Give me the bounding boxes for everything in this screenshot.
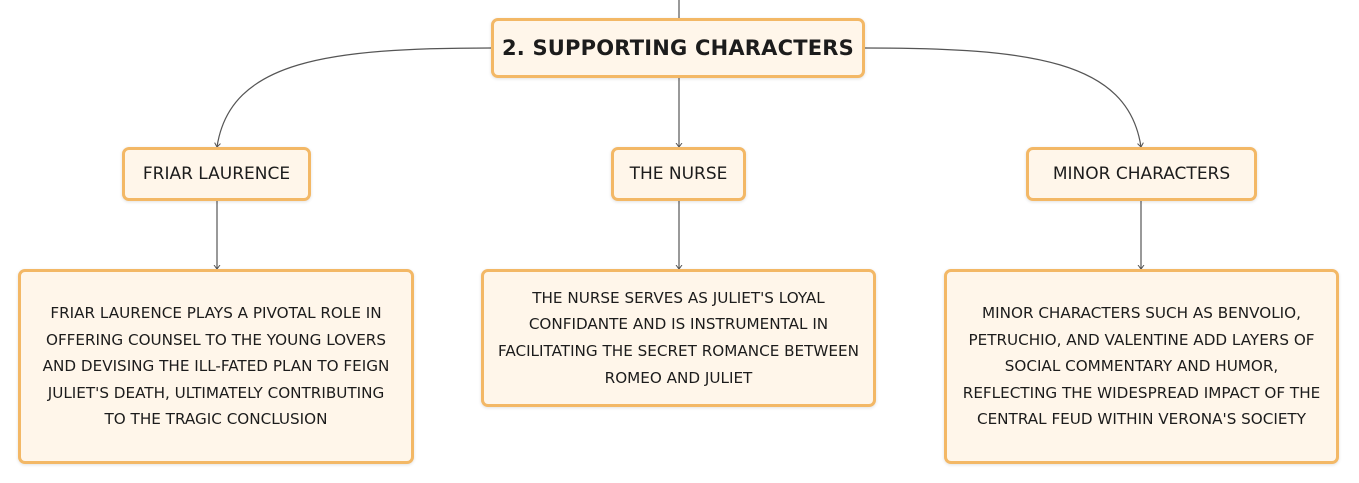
root-node-label: 2. SUPPORTING CHARACTERS	[501, 36, 855, 60]
branch-node-label: MINOR CHARACTERS	[1052, 164, 1231, 184]
detail-node-text: FRIAR LAURENCE PLAYS A PIVOTAL ROLE IN O…	[42, 304, 390, 429]
detail-node-minor-characters[interactable]: MINOR CHARACTERS SUCH AS BENVOLIO, PETRU…	[944, 269, 1339, 464]
detail-node-text: MINOR CHARACTERS SUCH AS BENVOLIO, PETRU…	[962, 304, 1321, 429]
branch-node-minor-characters[interactable]: MINOR CHARACTERS	[1026, 147, 1257, 201]
branch-node-the-nurse[interactable]: THE NURSE	[611, 147, 746, 201]
root-node[interactable]: 2. SUPPORTING CHARACTERS	[491, 18, 865, 78]
detail-node-text: THE NURSE SERVES AS JULIET'S LOYAL CONFI…	[498, 288, 859, 387]
detail-node-the-nurse[interactable]: THE NURSE SERVES AS JULIET'S LOYAL CONFI…	[481, 269, 876, 407]
branch-node-friar-laurence[interactable]: FRIAR LAURENCE	[122, 147, 311, 201]
branch-node-label: THE NURSE	[629, 164, 728, 184]
connector-root-to-friar-laurence	[217, 47, 492, 147]
connector-root-to-minor-characters	[864, 47, 1141, 147]
detail-node-friar-laurence[interactable]: FRIAR LAURENCE PLAYS A PIVOTAL ROLE IN O…	[18, 269, 414, 464]
branch-node-label: FRIAR LAURENCE	[142, 164, 291, 184]
